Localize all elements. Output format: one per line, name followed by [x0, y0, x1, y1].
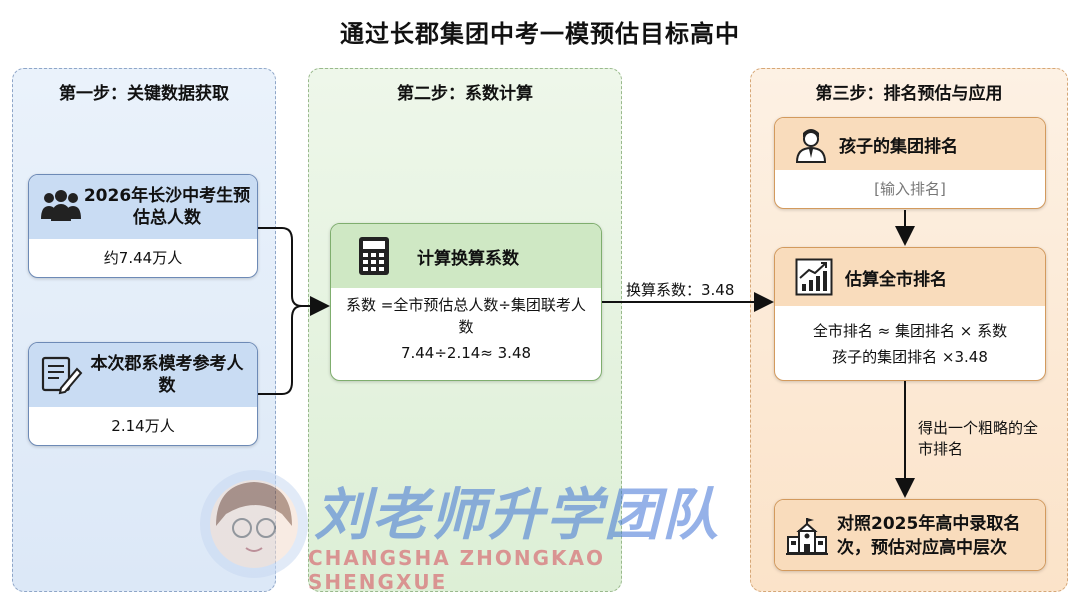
- step2-title: 第二步：系数计算: [397, 84, 533, 104]
- page-title: 通过长郡集团中考一模预估目标高中: [340, 20, 740, 48]
- watermark-brand-text: 刘老师升学团队: [314, 483, 720, 548]
- rising-chart-icon: [795, 258, 833, 296]
- rough-rank-label: 得出一个粗略的全市排名: [918, 419, 1039, 458]
- city-rank-formula: 全市排名 ≈ 集团排名 × 系数: [812, 322, 1008, 340]
- avatar-logo-icon: [200, 470, 308, 578]
- city-rank-body: 全市排名 ≈ 集团排名 × 系数 孩子的集团排名 ×3.48: [775, 306, 1045, 370]
- step3-title: 第三步：排名预估与应用: [815, 84, 1003, 104]
- compare-heading: 对照2025年高中录取名次，预估对应高中层次: [837, 514, 1021, 558]
- group-students-heading: 本次郡系模考参考人数: [90, 354, 244, 396]
- city-rank-header: 估算全市排名: [775, 248, 1045, 306]
- people-group-icon: [39, 189, 83, 225]
- city-rank-calc: 孩子的集团排名 ×3.48: [832, 348, 988, 366]
- group-students-card: 本次郡系模考参考人数 2.14万人: [28, 342, 258, 446]
- coefficient-formula: 系数 =全市预估总人数÷集团联考人数: [346, 296, 586, 336]
- total-students-heading: 2026年长沙中考生预估总人数: [83, 186, 251, 228]
- group-students-value: 2.14万人: [111, 417, 175, 435]
- student-person-icon: [795, 125, 827, 163]
- compare-header: 对照2025年高中录取名次，预估对应高中层次: [775, 500, 1045, 570]
- step1-title: 第一步：关键数据获取: [59, 84, 229, 104]
- exam-paper-pencil-icon: [39, 355, 83, 395]
- group-rank-placeholder[interactable]: [输入排名]: [874, 180, 946, 198]
- coefficient-heading: 计算换算系数: [417, 248, 519, 269]
- total-students-value: 约7.44万人: [103, 249, 183, 267]
- city-rank-card: 估算全市排名 全市排名 ≈ 集团排名 × 系数 孩子的集团排名 ×3.48: [774, 247, 1046, 381]
- total-students-card: 2026年长沙中考生预估总人数 约7.44万人: [28, 174, 258, 278]
- brand-watermark: 刘老师升学团队 CHANGSHA ZHONGKAO SHENGXUE: [196, 466, 736, 594]
- coefficient-calc: 7.44÷2.14≈ 3.48: [400, 344, 532, 362]
- group-rank-header: 孩子的集团排名: [775, 118, 1045, 170]
- watermark-subtitle-text: CHANGSHA ZHONGKAO SHENGXUE: [308, 546, 606, 594]
- total-students-header: 2026年长沙中考生预估总人数: [29, 175, 257, 239]
- coefficient-card: 计算换算系数 系数 =全市预估总人数÷集团联考人数 7.44÷2.14≈ 3.4…: [330, 223, 602, 381]
- compare-card: 对照2025年高中录取名次，预估对应高中层次: [774, 499, 1046, 571]
- coefficient-arrow-label: 换算系数：3.48: [626, 281, 735, 299]
- group-rank-heading: 孩子的集团排名: [839, 136, 958, 157]
- coefficient-body: 系数 =全市预估总人数÷集团联考人数 7.44÷2.14≈ 3.48: [331, 288, 601, 364]
- coefficient-header: 计算换算系数: [331, 224, 601, 288]
- group-rank-card: 孩子的集团排名 [输入排名]: [774, 117, 1046, 209]
- school-building-icon: [785, 515, 829, 557]
- city-rank-heading: 估算全市排名: [845, 269, 947, 290]
- group-students-header: 本次郡系模考参考人数: [29, 343, 257, 407]
- calculator-icon: [357, 236, 391, 276]
